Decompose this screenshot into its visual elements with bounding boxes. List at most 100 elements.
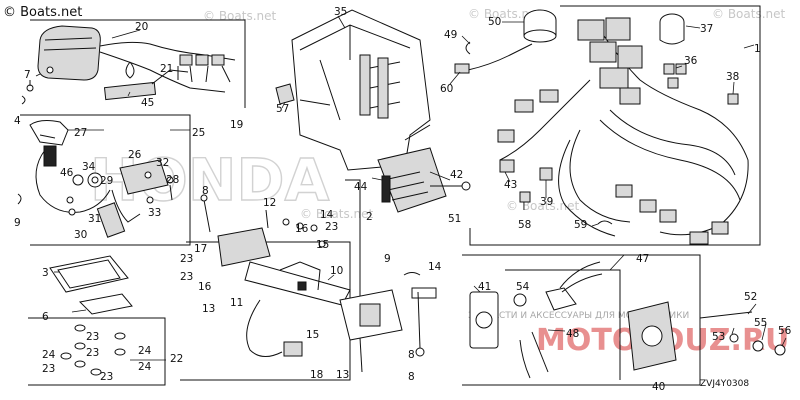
callout-57: 57 xyxy=(276,103,289,115)
part-48-wires xyxy=(519,331,549,379)
callout-18: 18 xyxy=(310,369,323,381)
part-37-cap xyxy=(659,13,685,45)
callout-30: 30 xyxy=(74,229,87,241)
group-box-25 xyxy=(20,114,191,246)
callout-28: 28 xyxy=(166,174,179,186)
callout-36: 36 xyxy=(684,55,698,67)
callout-24-a: 24 xyxy=(42,349,56,361)
callout-25: 25 xyxy=(192,127,205,139)
callout-16: 16 xyxy=(295,223,309,235)
part-28-32-33-pins xyxy=(144,171,174,204)
group-box-22 xyxy=(28,317,166,386)
callout-16-b: 16 xyxy=(198,281,212,293)
part-57-clamp xyxy=(275,83,295,105)
callout-35: 35 xyxy=(334,6,347,18)
part-34-29-parts xyxy=(72,172,103,188)
callout-23-top: 23 xyxy=(325,221,338,233)
callout-15-b: 15 xyxy=(306,329,319,341)
part-22-hardware-set xyxy=(60,324,126,376)
callout-23-f: 23 xyxy=(100,371,113,383)
callout-54: 54 xyxy=(516,281,530,293)
callout-48: 48 xyxy=(566,328,579,340)
part-45-bracket xyxy=(103,69,189,101)
part-31-clip-group xyxy=(17,193,76,216)
callout-47: 47 xyxy=(636,253,649,265)
callout-23-a: 23 xyxy=(180,253,193,265)
part-46-cable-loop xyxy=(35,145,111,213)
callout-14: 14 xyxy=(320,209,334,221)
callout-8-bottom: 8 xyxy=(408,371,415,383)
watermark-boatsnet-2: © Boats.net xyxy=(468,7,542,21)
part-26-lever xyxy=(111,159,169,223)
callout-42: 42 xyxy=(450,169,463,181)
part-52-53-55-56-hardware xyxy=(627,301,786,371)
part-38-fuse xyxy=(727,93,739,105)
callout-23-b: 23 xyxy=(180,271,193,283)
callout-6: 6 xyxy=(42,311,49,323)
callout-8-top: 8 xyxy=(202,185,209,197)
callout-33: 33 xyxy=(148,207,161,219)
callout-23-d: 23 xyxy=(86,347,99,359)
callout-20: 20 xyxy=(135,21,148,33)
callout-2: 2 xyxy=(366,211,373,223)
part-3-mat xyxy=(49,255,133,315)
callout-34: 34 xyxy=(82,161,96,173)
part-21-connectors xyxy=(125,54,231,83)
copyright-notice: © Boats.net xyxy=(3,5,83,20)
callout-41: 41 xyxy=(478,281,491,293)
callout-46: 46 xyxy=(60,167,74,179)
callout-29: 29 xyxy=(100,175,113,187)
part-1-main-harness xyxy=(497,17,749,245)
callout-37: 37 xyxy=(700,23,713,35)
callout-numbers: 20 7 21 45 4 19 35 57 49 50 60 37 1 36 3… xyxy=(14,6,792,393)
callout-4: 4 xyxy=(14,115,21,127)
part-36-plugs xyxy=(663,63,687,89)
part-50-cap xyxy=(523,9,557,43)
part-41-panel xyxy=(469,291,499,349)
callout-51: 51 xyxy=(448,213,461,225)
callout-55: 55 xyxy=(754,317,767,329)
group-box-2 xyxy=(345,179,361,300)
part-12-14-15-16-screws xyxy=(265,209,326,248)
callout-14-b: 14 xyxy=(428,261,442,273)
callout-59: 59 xyxy=(574,219,587,231)
part-20-remote-housing xyxy=(37,25,236,93)
callout-19: 19 xyxy=(230,119,243,131)
callout-45: 45 xyxy=(141,97,154,109)
part-51-bolt xyxy=(430,181,471,191)
callout-8-mid: 8 xyxy=(408,349,415,361)
part-7-clip xyxy=(26,80,34,92)
part-4-clip xyxy=(21,95,26,105)
callout-21: 21 xyxy=(160,63,173,75)
callout-1: 1 xyxy=(754,43,761,55)
part-44-control-module xyxy=(377,147,447,213)
part-27-cable-bracket xyxy=(29,120,69,146)
callout-27: 27 xyxy=(74,127,87,139)
part-35-mounting-bracket xyxy=(291,9,431,171)
group-box-40 xyxy=(462,254,701,386)
callout-13-b: 13 xyxy=(336,369,349,381)
callout-22: 22 xyxy=(170,353,183,365)
callout-17: 17 xyxy=(194,243,207,255)
watermark-boatsnet-3: © Boats.net xyxy=(712,7,786,21)
callout-56: 56 xyxy=(778,325,792,337)
callout-60: 60 xyxy=(440,83,453,95)
callout-23-e: 23 xyxy=(42,363,55,375)
group-box-1 xyxy=(469,5,761,246)
callout-13-a: 13 xyxy=(202,303,215,315)
watermark-boatsnet-4: © Boats.net xyxy=(300,207,374,221)
part-58-59-clips xyxy=(519,191,613,225)
callout-50: 50 xyxy=(488,16,501,28)
callout-26: 26 xyxy=(128,149,142,161)
callout-43: 43 xyxy=(504,179,517,191)
callout-31: 31 xyxy=(88,213,101,225)
callout-58: 58 xyxy=(518,219,531,231)
part-30-switch xyxy=(96,202,126,238)
callout-32: 32 xyxy=(156,157,169,169)
figure-code: ZVJ4Y0308 xyxy=(700,379,750,389)
callout-11: 11 xyxy=(230,297,243,309)
callout-39: 39 xyxy=(540,196,553,208)
callout-10: 10 xyxy=(330,265,343,277)
